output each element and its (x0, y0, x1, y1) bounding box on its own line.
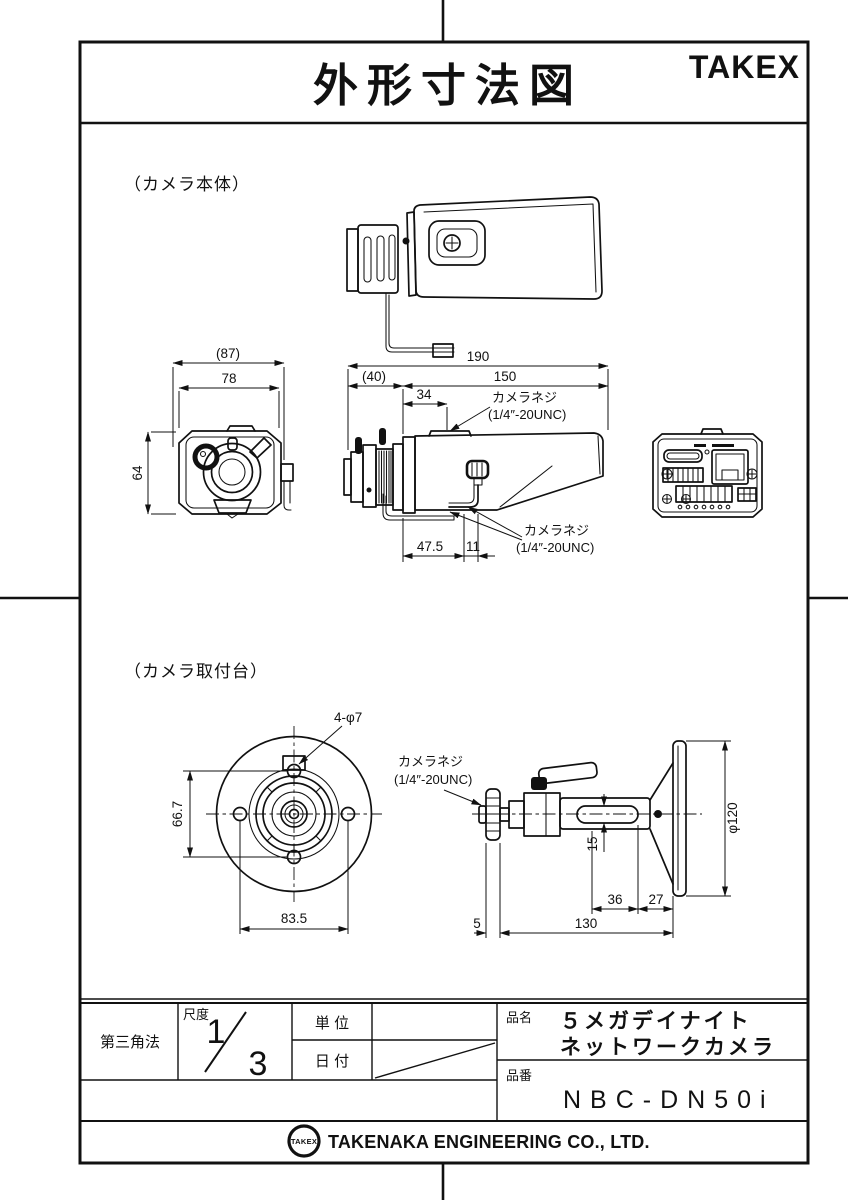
dim-flange-dia: φ120 (725, 802, 740, 833)
camera-perspective-view (346, 196, 603, 358)
brand-logo-text: TAKEX (689, 49, 800, 85)
product-code: NBC-DN50i (563, 1086, 775, 1114)
unit-label: 単 位 (315, 1015, 349, 1032)
dim-hole-pitch-h: 83.5 (281, 911, 307, 926)
lock-lever (537, 761, 598, 785)
camera-body-section-label: （カメラ本体） (124, 175, 250, 194)
wall-flange (672, 740, 687, 897)
lens-front (346, 228, 359, 292)
bottom-screw-label: カメラネジ (524, 523, 589, 538)
camera-front-view: (87) 78 64 (130, 346, 294, 519)
product-name-line2: ネットワークカメラ (560, 1036, 776, 1059)
page-title: 外形寸法図 (313, 60, 583, 111)
product-name-line1: ５メガデイナイト (560, 1009, 752, 1033)
dim-hole-pitch-v: 66.7 (170, 801, 185, 827)
dim-overall-length: 190 (467, 349, 490, 364)
network-port (711, 449, 749, 485)
handle-screw (443, 234, 461, 252)
side-view-dimensions: 190 (40) 150 34 カメラネジ (1/4″-20UNC) カメラネジ… (347, 349, 609, 562)
mount-screw-label: カメラネジ (398, 754, 463, 769)
front-plate (402, 436, 416, 514)
footer: TAKEX TAKENAKA ENGINEERING CO., LTD. (287, 1124, 650, 1158)
dim-overall-width: (87) (216, 346, 240, 361)
title-block: 第三角法 尺度 1 3 単 位 日 付 品名 ５メガデイナイト ネットワークカメ… (80, 998, 808, 1122)
mount-front-dimensions: 4-φ7 66.7 83.5 (170, 710, 362, 934)
body-profile (414, 432, 604, 511)
scale-denominator: 3 (249, 1045, 268, 1083)
front-view-dimensions: (87) 78 64 (130, 346, 285, 515)
dim-36: 36 (607, 892, 622, 907)
mount-hole-right (340, 806, 356, 822)
clamp-block (523, 792, 561, 837)
rear-slot (663, 449, 703, 463)
mount-screw-spec: (1/4″-20UNC) (394, 772, 472, 787)
lens-bracket (357, 224, 399, 294)
dim-bottom-screw-offset: 47.5 (417, 539, 443, 554)
dim-lens-length: (40) (362, 369, 386, 384)
dim-width: 78 (221, 371, 236, 386)
dim-27: 27 (648, 892, 663, 907)
mount-base-plate (215, 735, 373, 893)
dim-body-length: 150 (494, 369, 517, 384)
date-blank-slash (374, 1042, 496, 1079)
knurl-ticks (255, 775, 333, 853)
footer-logo-circle (287, 1124, 321, 1158)
dim-top-screw-offset: 34 (416, 387, 432, 402)
top-screw-label: カメラネジ (492, 390, 557, 405)
dim-bottom-screw-pitch: 11 (466, 539, 480, 554)
product-code-label: 品番 (506, 1068, 532, 1083)
mount-side-view: カメラネジ (1/4″-20UNC) 15 φ120 36 27 5 130 (394, 740, 740, 938)
mount-side-dimensions: カメラネジ (1/4″-20UNC) 15 φ120 36 27 5 130 (394, 740, 740, 938)
bottom-boss (432, 343, 454, 358)
mount-hole-top (286, 763, 302, 779)
mount-hole-left (232, 806, 248, 822)
front-knob (192, 443, 220, 471)
camera-rear-view (652, 428, 763, 518)
mount-front-view: 4-φ7 66.7 83.5 (170, 710, 382, 934)
sheet-frame (78, 40, 810, 1165)
side-tab (280, 463, 294, 482)
company-name: TAKENAKA ENGINEERING CO., LTD. (328, 1132, 650, 1152)
bottom-screw-spec: (1/4″-20UNC) (516, 540, 594, 555)
dim-5: 5 (473, 916, 481, 931)
dim-130: 130 (575, 916, 598, 931)
scale-slash (204, 1011, 247, 1073)
footer-logo-text: TAKEX (291, 1137, 317, 1146)
dim-holes: 4-φ7 (334, 710, 362, 725)
dim-height: 64 (130, 465, 145, 481)
camera-side-view: 190 (40) 150 34 カメラネジ (1/4″-20UNC) カメラネジ… (343, 349, 609, 562)
date-label: 日 付 (315, 1053, 349, 1070)
lens-lever (249, 437, 272, 459)
arm-slot (576, 805, 639, 824)
mount-arm (559, 797, 651, 830)
scale-numerator: 1 (207, 1013, 226, 1051)
scale-label: 尺度 (183, 1007, 209, 1022)
mount-hole-bottom (286, 849, 302, 865)
projection-method: 第三角法 (100, 1033, 160, 1051)
camera-mount-section-label: （カメラ取付台） (124, 662, 268, 681)
top-screw-spec: (1/4″-20UNC) (488, 407, 566, 422)
title-band: 外形寸法図 TAKEX (313, 49, 800, 111)
product-name-label: 品名 (506, 1010, 532, 1025)
